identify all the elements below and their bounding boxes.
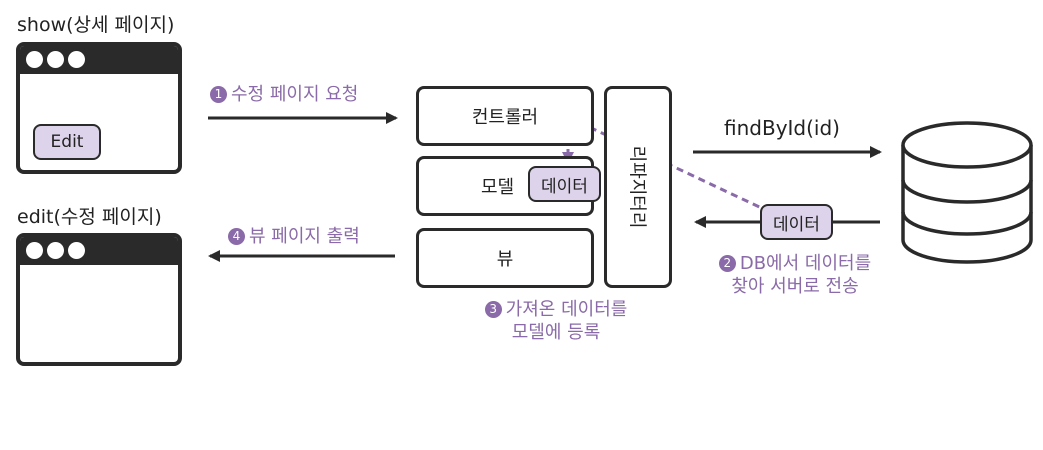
model-label: 모델: [481, 177, 515, 198]
edit-window: [16, 233, 182, 366]
edit-button[interactable]: Edit: [33, 124, 101, 160]
step-1-text: 수정 페이지 요청: [231, 84, 359, 105]
repository-label: 리파지터리: [626, 145, 647, 229]
find-by-id-label: findById(id): [724, 116, 840, 140]
step-3-line1: 가져온 데이터를: [505, 299, 628, 320]
window-titlebar: [20, 46, 178, 74]
window-dot-icon: [68, 242, 85, 259]
step-number-icon: 3: [484, 301, 502, 318]
step-4-text: 뷰 페이지 출력: [249, 226, 360, 247]
step-number-icon: 1: [210, 86, 227, 103]
window-dot-icon: [47, 242, 64, 259]
step-2-line2: 찾아 서버로 전송: [731, 276, 859, 297]
window-dot-icon: [68, 51, 85, 68]
database-icon: [901, 121, 1033, 264]
window-dot-icon: [26, 51, 43, 68]
controller-box: 컨트롤러: [416, 86, 594, 146]
show-window: Edit: [16, 42, 182, 174]
window-dot-icon: [47, 51, 64, 68]
window-dot-icon: [26, 242, 43, 259]
view-box: 뷰: [416, 228, 594, 288]
step-number-icon: 2: [718, 255, 736, 272]
edit-window-title: edit(수정 페이지): [17, 206, 162, 228]
step-3-line2: 모델에 등록: [511, 322, 601, 343]
window-titlebar: [20, 237, 178, 265]
step-number-icon: 4: [228, 228, 245, 245]
model-data-pill: 데이터: [528, 166, 601, 202]
repository-box: 리파지터리: [604, 86, 672, 288]
transfer-data-pill: 데이터: [760, 204, 833, 240]
step-2-line1: DB에서 데이터를: [739, 253, 872, 274]
show-window-title: show(상세 페이지): [17, 14, 175, 36]
